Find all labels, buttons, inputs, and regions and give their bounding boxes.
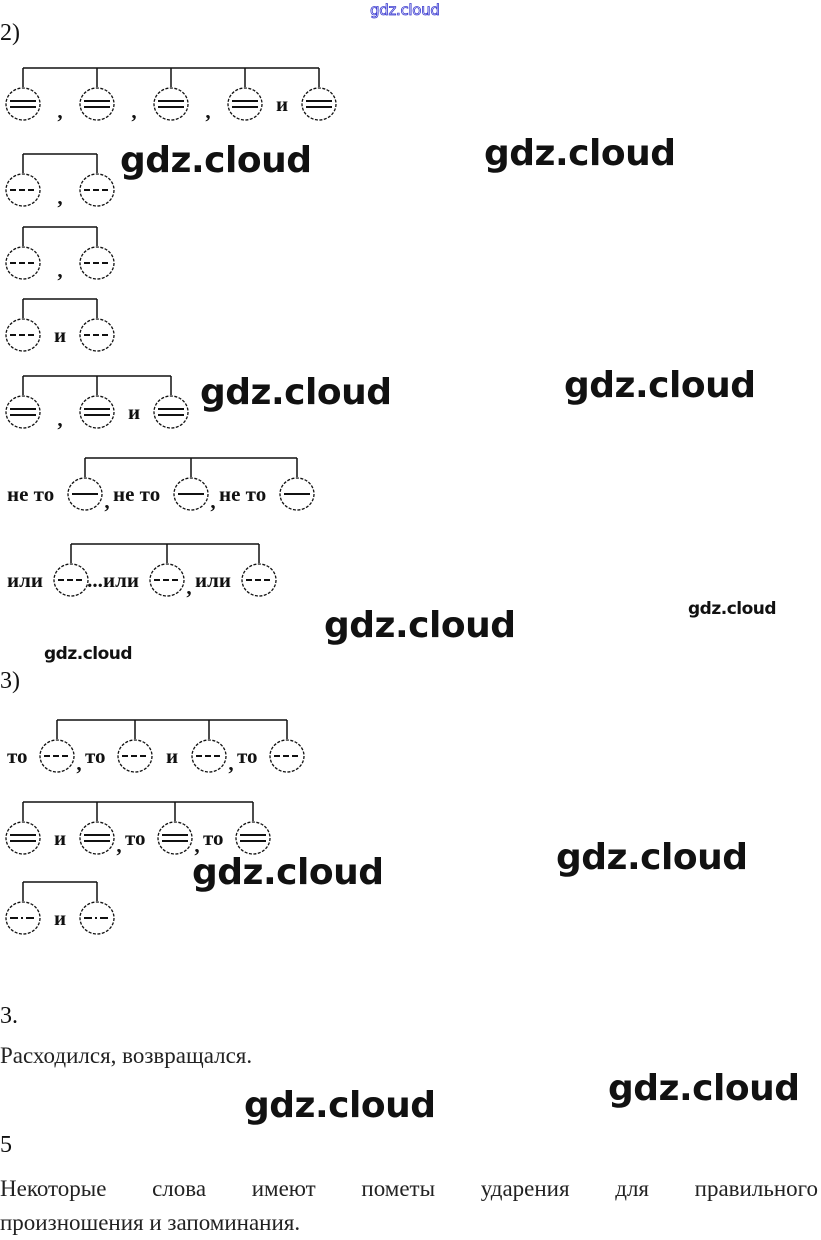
member-circle bbox=[153, 87, 189, 121]
watermark: gdz.cloud bbox=[608, 1068, 800, 1109]
watermark: gdz.cloud bbox=[564, 365, 756, 406]
task-5-answer-line-2: произношения и запоминания. bbox=[0, 1210, 301, 1235]
comma-separator: , bbox=[210, 489, 215, 513]
comma-separator: , bbox=[116, 833, 121, 857]
member-circle bbox=[153, 395, 189, 429]
comma-separator: , bbox=[205, 99, 210, 123]
task-5-answer-line-1: Некоторые слова имеют пометы ударения дл… bbox=[0, 1176, 818, 1201]
conjunction-word: или bbox=[7, 568, 43, 592]
scheme-2-1: ,,, и bbox=[5, 67, 337, 123]
section-3-label: 3) bbox=[0, 668, 20, 694]
conjunction-word: не то bbox=[7, 482, 54, 506]
watermark: gdz.cloud bbox=[200, 372, 392, 413]
task-3-answer: Расходился, возвращался. bbox=[0, 1043, 253, 1068]
member-circle bbox=[5, 821, 41, 855]
member-circle bbox=[235, 821, 271, 855]
conjunction-word: то bbox=[203, 826, 224, 850]
conjunction-word: или bbox=[195, 568, 231, 592]
conjunction-separator: и bbox=[276, 92, 288, 116]
conjunction-word: не то bbox=[113, 482, 160, 506]
member-circle bbox=[227, 87, 263, 121]
conjunction-word: то bbox=[125, 826, 146, 850]
conjunction-separator: и bbox=[54, 826, 66, 850]
watermark: gdz.cloud bbox=[44, 644, 133, 664]
member-circle bbox=[301, 87, 337, 121]
watermark-top: gdz.cloud bbox=[370, 1, 441, 20]
scheme-3-2: и,то,то bbox=[5, 801, 271, 857]
comma-separator: , bbox=[76, 751, 81, 775]
conjunction-separator: и bbox=[54, 906, 66, 930]
scheme-2-2: , bbox=[5, 153, 115, 209]
task-5-number: 5 bbox=[0, 1132, 12, 1158]
watermark: gdz.cloud bbox=[556, 837, 748, 878]
conjunction-separator: и bbox=[54, 323, 66, 347]
watermark: gdz.cloud bbox=[244, 1085, 436, 1126]
task-3-number: 3. bbox=[0, 1003, 18, 1029]
watermark: gdz.cloud bbox=[324, 605, 516, 646]
comma-separator: , bbox=[57, 99, 62, 123]
conjunction-separator: ... bbox=[87, 568, 103, 592]
conjunction-word: то bbox=[7, 744, 28, 768]
member-circle bbox=[79, 87, 115, 121]
conjunction-word: то bbox=[237, 744, 258, 768]
scheme-3-3: и bbox=[5, 881, 115, 935]
member-circle bbox=[5, 395, 41, 429]
conjunction-separator: и bbox=[166, 744, 178, 768]
conjunction-word: то bbox=[85, 744, 106, 768]
section-2-label: 2) bbox=[0, 20, 20, 46]
member-circle bbox=[79, 395, 115, 429]
comma-separator: , bbox=[131, 99, 136, 123]
member-circle bbox=[5, 87, 41, 121]
conjunction-word: или bbox=[103, 568, 139, 592]
comma-separator: , bbox=[57, 258, 62, 282]
comma-separator: , bbox=[194, 833, 199, 857]
watermark: gdz.cloud bbox=[192, 852, 384, 893]
scheme-2-6: не то,не то,не то bbox=[7, 457, 315, 513]
scheme-2-7: или...или,или bbox=[7, 543, 277, 599]
watermark: gdz.cloud bbox=[484, 133, 676, 174]
comma-separator: , bbox=[104, 489, 109, 513]
scheme-2-5: ,и bbox=[5, 375, 189, 431]
watermark: gdz.cloud bbox=[688, 599, 777, 619]
scheme-2-3: , bbox=[5, 226, 115, 282]
conjunction-word: не то bbox=[219, 482, 266, 506]
watermark: gdz.cloud bbox=[120, 140, 312, 181]
scheme-2-4: и bbox=[5, 298, 115, 352]
comma-separator: , bbox=[57, 407, 62, 431]
comma-separator: , bbox=[228, 751, 233, 775]
comma-separator: , bbox=[186, 575, 191, 599]
comma-separator: , bbox=[57, 185, 62, 209]
member-circle bbox=[79, 821, 115, 855]
member-circle bbox=[157, 821, 193, 855]
conjunction-separator: и bbox=[128, 400, 140, 424]
